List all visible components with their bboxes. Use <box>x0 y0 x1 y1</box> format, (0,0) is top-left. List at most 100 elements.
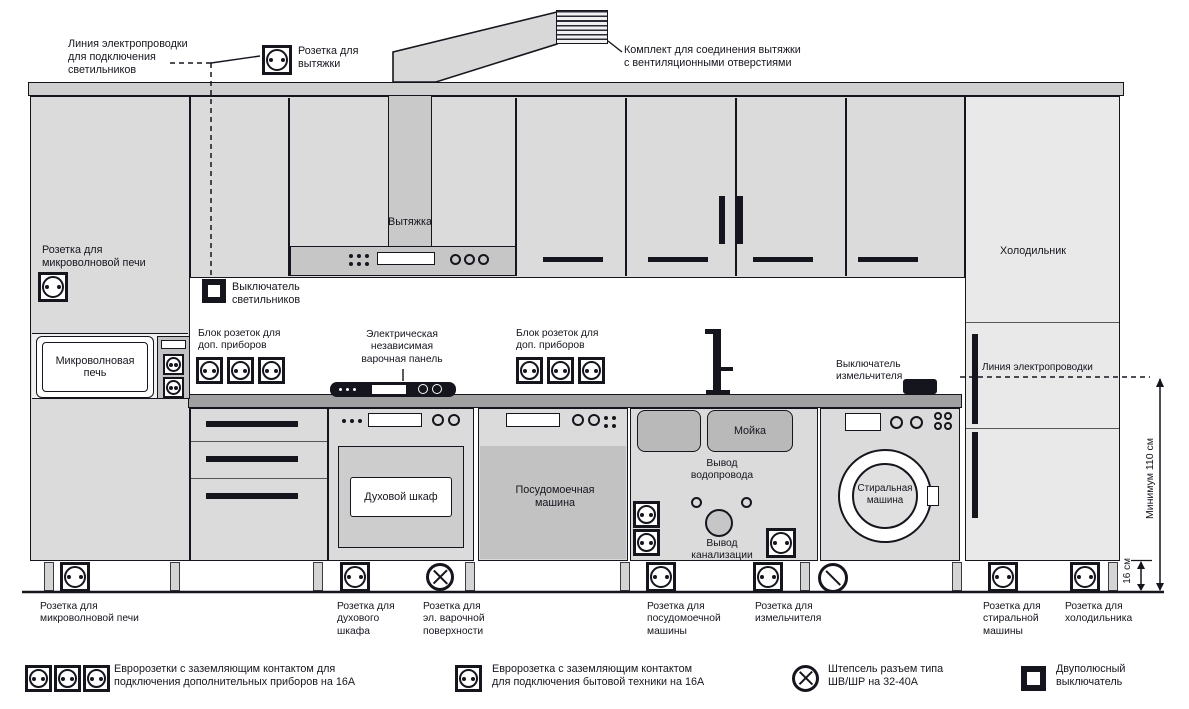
undersink-socket-icon <box>633 529 660 556</box>
fridge-panel <box>965 96 1120 561</box>
outlet-block-left-socket-icon <box>227 357 254 384</box>
dishwasher-button <box>612 424 616 428</box>
grinder-switch-icon <box>903 379 937 394</box>
wiring-line-label: Линия электропроводки <box>982 362 1093 373</box>
outlet-block-left-socket-icon <box>258 357 285 384</box>
dishwasher-label: Посудомоечная машина <box>515 484 595 509</box>
drawer-handle <box>206 493 298 499</box>
washer-button <box>934 422 942 430</box>
oven-label: Духовой шкаф <box>364 491 438 503</box>
hood-label: Вытяжка <box>388 216 432 228</box>
door-handle <box>858 257 918 262</box>
microwave-panel-socket-icon <box>163 354 184 375</box>
legend-triple-socket-icon <box>25 665 52 692</box>
oven-knob <box>432 414 444 426</box>
legend-triple-socket-icon <box>83 665 110 692</box>
fridge-socket-icon <box>1070 562 1100 592</box>
sink-basin-left <box>637 410 701 452</box>
drawer-seam <box>191 441 327 443</box>
legend-single-socket-label: Евророзетка с заземляющим контактом для … <box>492 663 705 688</box>
min-height-label: Минимум 110 см <box>1144 438 1156 520</box>
cooktop-display <box>372 385 406 394</box>
drain-point <box>705 509 733 537</box>
microwave-label-wrap: Микроволновая печь <box>36 336 154 398</box>
washer-label: Стиральная машина <box>857 483 913 506</box>
dishwasher-button <box>612 416 616 420</box>
faucet-lever <box>720 367 733 371</box>
bottom-label-grinder: Розетка для измельчителя <box>755 601 822 625</box>
dishwasher-socket-icon <box>646 562 676 592</box>
hood-knob <box>450 254 461 265</box>
fridge-label: Холодильник <box>1000 245 1067 257</box>
sink-label: Мойка <box>733 425 767 437</box>
door-handle <box>719 196 725 244</box>
cabinet-divider <box>845 98 847 276</box>
outlet-block-left-label: Блок розеток для доп. приборов <box>198 328 281 352</box>
microwave-panel-socket-icon <box>163 377 184 398</box>
bottom-label-oven: Розетка для духового шкафа <box>337 601 395 637</box>
oven-label-plate: Духовой шкаф <box>350 477 452 517</box>
cornice <box>28 82 1124 96</box>
outlet-block-right-socket-icon <box>547 357 574 384</box>
bottom-label-fridge: Розетка для холодильника <box>1065 601 1133 625</box>
legend-plug-label: Штепсель разъем типа ШВ/ШР на 32-40А <box>828 663 944 688</box>
fridge-seam <box>966 322 1119 324</box>
hood-button <box>357 254 361 258</box>
microwave-upper-socket-label: Розетка для микроволновой печи <box>42 244 146 269</box>
cabinet-leg <box>313 562 323 591</box>
bottom-label-dishwasher: Розетка для посудомоечной машины <box>647 601 721 637</box>
outlet-block-right-label: Блок розеток для доп. приборов <box>516 328 599 352</box>
outlet-block-right-socket-icon <box>516 357 543 384</box>
washer-button <box>934 412 942 420</box>
cooktop-button <box>346 388 349 391</box>
cabinet-divider <box>625 98 627 276</box>
legend-single-socket-icon <box>455 665 482 692</box>
dishwasher-knob <box>588 414 600 426</box>
legend-plug-icon <box>792 665 819 692</box>
vent-grille <box>556 10 608 44</box>
oven-button <box>358 419 362 423</box>
legend-switch-label: Двуполюсный выключатель <box>1056 663 1126 688</box>
hood-button <box>357 262 361 266</box>
hood-knob <box>464 254 475 265</box>
bottom-label-washer: Розетка для стиральной машины <box>983 601 1041 637</box>
vent-kit-leader-line <box>607 40 623 53</box>
drain-label: Вывод канализации <box>691 538 753 562</box>
door-handle <box>543 257 603 262</box>
microwave-box <box>36 336 154 398</box>
light-switch-label: Выключатель светильников <box>232 281 301 306</box>
dim-arrowhead <box>1156 378 1164 387</box>
oven-button <box>342 419 346 423</box>
microwave-plinth-socket-icon <box>60 562 90 592</box>
outlet-block-left-socket-icon <box>196 357 223 384</box>
cabinet-divider <box>288 98 290 276</box>
cabinet-leg <box>620 562 630 591</box>
door-handle <box>753 257 813 262</box>
cooktop-button <box>353 388 356 391</box>
dishwasher-button <box>604 416 608 420</box>
bottom-label-cooktop: Розетка для эл. варочной поверхности <box>423 601 485 637</box>
dishwasher-front <box>480 446 626 559</box>
bottom-label-microwave: Розетка для микроволновой печи <box>40 601 139 625</box>
cooktop-knob <box>432 384 442 394</box>
light-switch-icon <box>202 279 226 303</box>
microwave-label: Микроволновая печь <box>55 355 135 379</box>
dim-arrowhead <box>1137 561 1145 569</box>
undersink-socket-icon <box>633 501 660 528</box>
washer-detergent-tray <box>927 486 939 506</box>
microwave-inner-frame <box>42 342 148 392</box>
hood-button <box>365 262 369 266</box>
plinth-height-label: 16 см <box>1122 558 1133 584</box>
washer-knob <box>910 416 923 429</box>
grinder-switch-label: Выключатель измельчителя <box>836 359 903 383</box>
washer-button <box>944 412 952 420</box>
hood-button <box>349 262 353 266</box>
water-supply-point <box>741 497 752 508</box>
cabinet-leg <box>800 562 810 591</box>
hood-display <box>377 252 435 265</box>
left-tall-cabinet <box>30 96 190 561</box>
cabinet-leg <box>465 562 475 591</box>
cooktop-label: Электрическая независимая варочная панел… <box>361 329 443 365</box>
cabinet-divider <box>515 98 517 276</box>
door-handle <box>648 257 708 262</box>
